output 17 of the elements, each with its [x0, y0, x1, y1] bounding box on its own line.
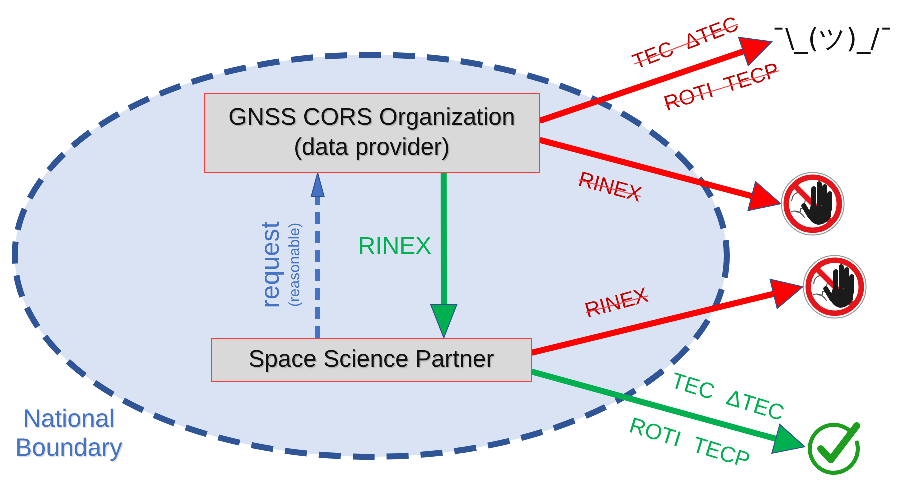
edge-label: RINEX	[582, 284, 652, 324]
arrow	[539, 137, 782, 212]
entity-box: Space Science Partner	[211, 338, 532, 382]
shrug-emoticon: ¯\_(ツ)_/¯	[772, 20, 894, 60]
region-label: National Boundary	[14, 405, 124, 462]
edge-label: RINEX	[358, 233, 432, 261]
entity-box: GNSS CORS Organization (data provider)	[204, 93, 540, 173]
dashed-arrow	[310, 172, 325, 338]
stop-hand-sign-icon	[803, 255, 867, 319]
arrow-label: (reasonable)	[286, 222, 304, 308]
edge-label: request	[256, 222, 286, 308]
arrow	[531, 279, 804, 356]
arrow	[531, 368, 806, 454]
edge-label: RINEX	[576, 168, 644, 208]
stop-hand-sign-icon	[781, 172, 845, 236]
arrow	[539, 36, 773, 124]
arrow	[430, 173, 458, 338]
